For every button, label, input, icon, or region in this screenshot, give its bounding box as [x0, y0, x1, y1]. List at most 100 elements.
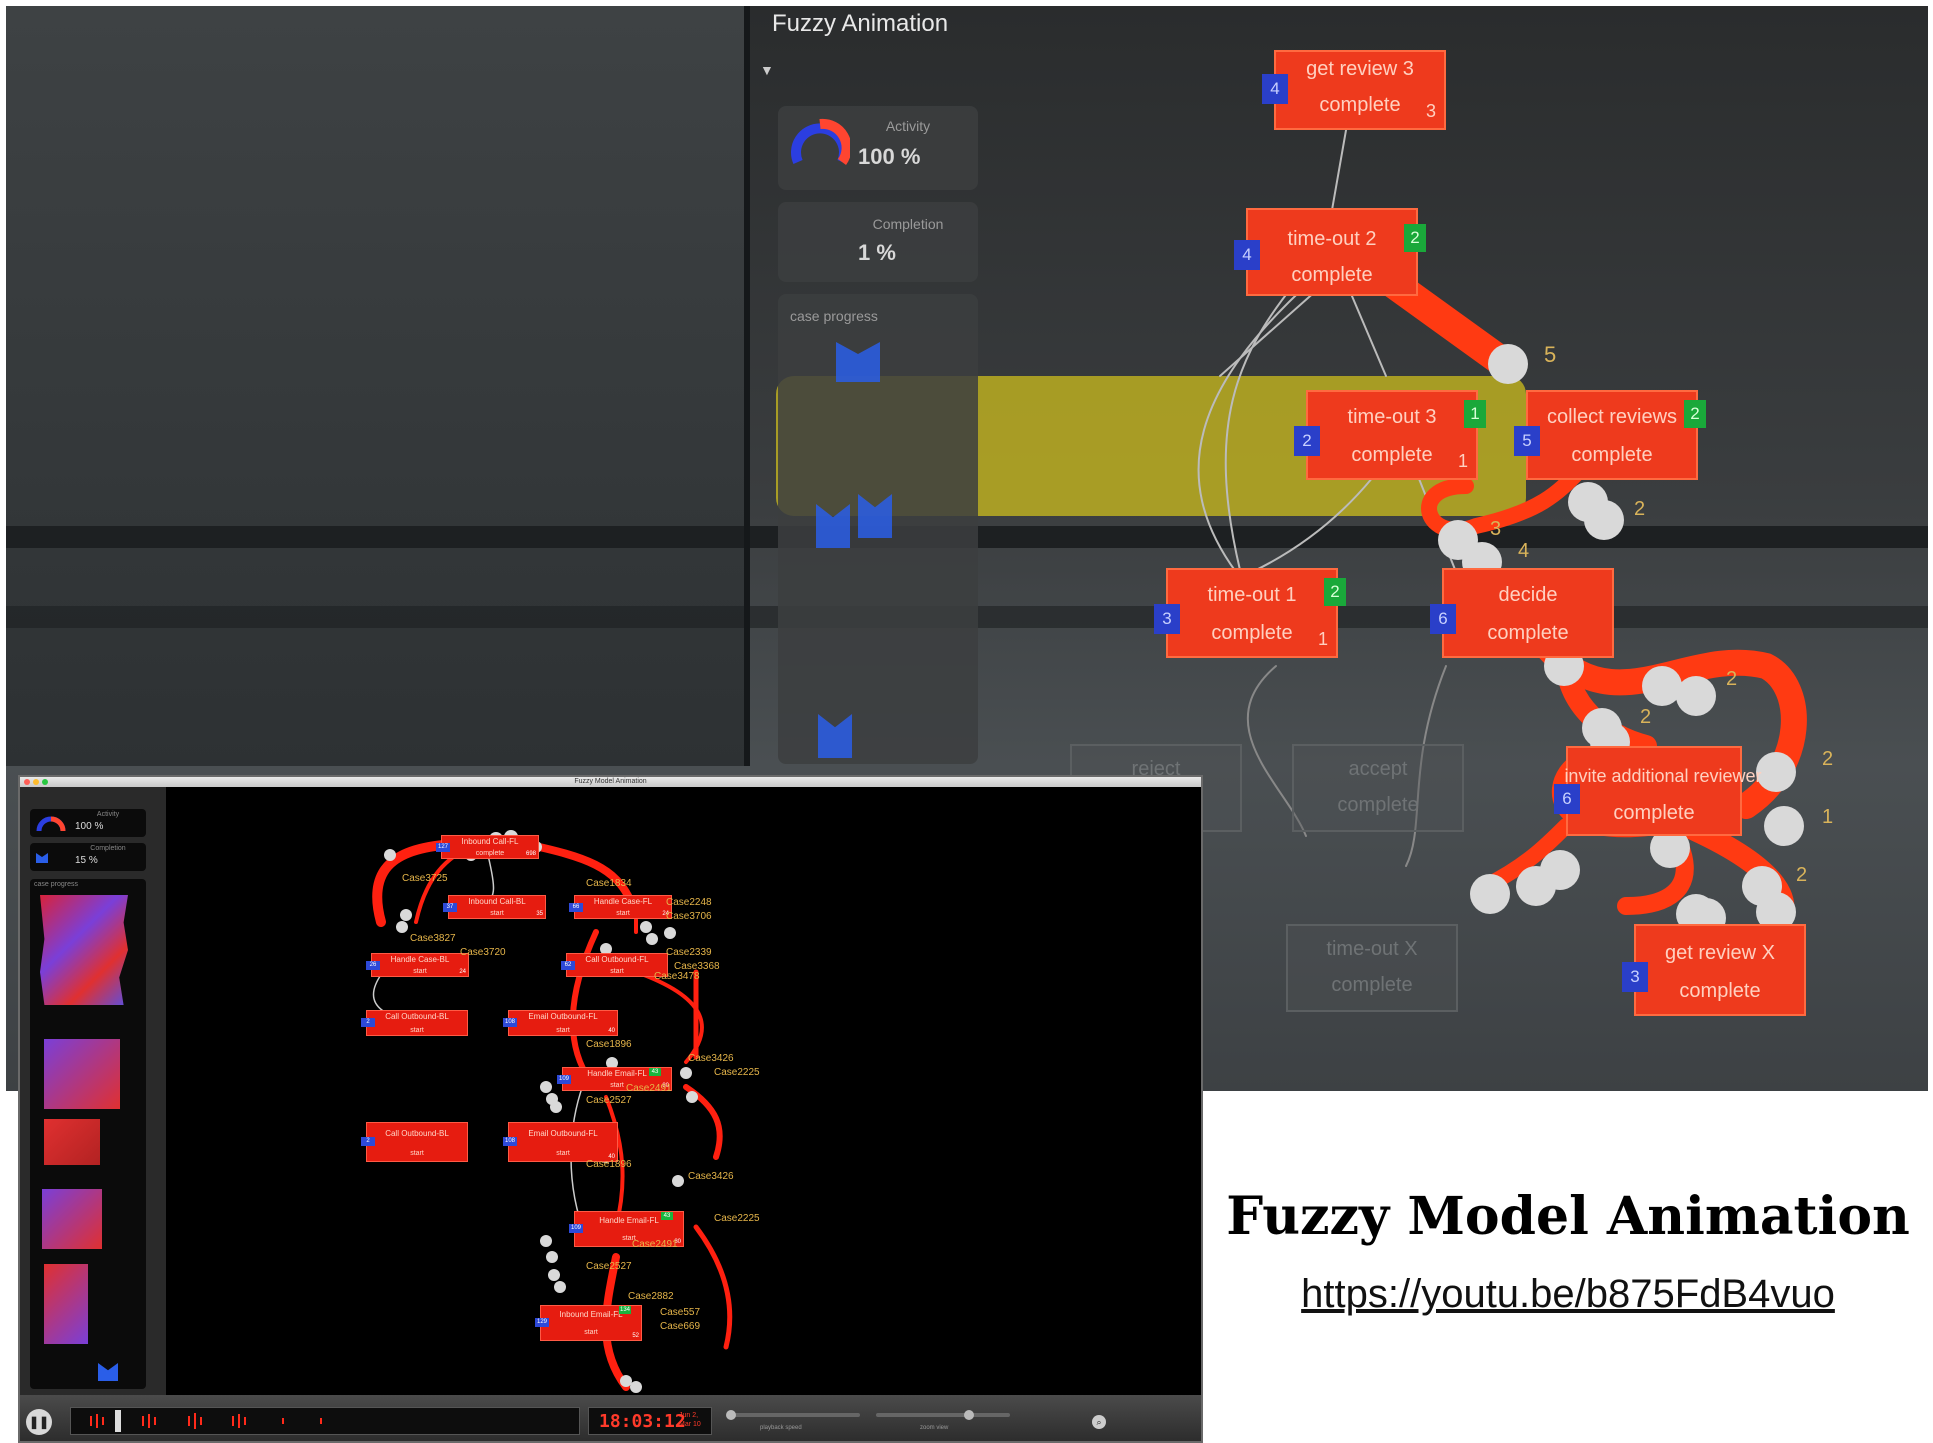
- case-label: Case3368: [674, 961, 720, 972]
- app-node-inbound-call-fl[interactable]: Inbound Call-FL complete 127 698: [436, 835, 539, 859]
- app-node-call-outbound-bl[interactable]: Call Outbound-BL start 2: [361, 1010, 468, 1036]
- node-state: start: [584, 1329, 598, 1336]
- node-title: Handle Email-FL: [587, 1069, 647, 1078]
- incoming-badge: 108: [503, 1137, 517, 1146]
- node-state: complete: [475, 850, 505, 857]
- completion-card: Completion 15 %: [30, 843, 146, 871]
- fuzzy-model-animation-window: Fuzzy Model Animation Activity 100 % Com…: [18, 775, 1203, 1443]
- zoom-view-label: zoom view: [920, 1425, 949, 1431]
- incoming-badge: 6: [1430, 604, 1456, 634]
- app-node-email-outbound-fl[interactable]: Email Outbound-FL start 108 40: [503, 1010, 618, 1036]
- node-time-out-2[interactable]: time-out 2 complete 4 2: [1234, 208, 1426, 296]
- activity-gauge-icon: [791, 118, 850, 165]
- node-decide[interactable]: decide complete 6: [1430, 568, 1614, 658]
- incoming-badge: 4: [1262, 74, 1288, 104]
- node-count: 40: [608, 1154, 615, 1160]
- node-collect-reviews[interactable]: collect reviews complete 5 2: [1514, 390, 1706, 480]
- node-title: Handle Case-BL: [390, 955, 450, 964]
- node-count: 3: [1425, 101, 1436, 121]
- incoming-badge: 66: [569, 903, 583, 912]
- case-label: Case2491: [626, 1083, 672, 1094]
- completion-value: 15 %: [75, 855, 98, 866]
- app-node-handle-case-fl[interactable]: Handle Case-FL start 66 24: [569, 895, 672, 919]
- app-sidebar: Activity 100 % Completion 15 % case prog…: [20, 787, 166, 1395]
- node-get-review-x[interactable]: get review X complete 3: [1622, 924, 1806, 1016]
- fuzzy-animation-panel: Fuzzy Animation ▼ Activity 100 % Complet…: [754, 6, 1004, 766]
- zoom-window-button[interactable]: [42, 779, 48, 785]
- video-link[interactable]: https://youtu.be/b875FdB4vuo: [1301, 1272, 1835, 1316]
- outgoing-badge: 2: [1684, 400, 1706, 428]
- node-state: complete: [1679, 980, 1761, 1002]
- close-window-button[interactable]: [24, 779, 30, 785]
- node-state: complete: [1319, 94, 1401, 116]
- node-title: reject: [1131, 758, 1181, 780]
- app-node-call-outbound-bl-2[interactable]: Call Outbound-BL start 2: [361, 1122, 468, 1162]
- edge-label: 3: [1490, 518, 1502, 540]
- window-titlebar: Fuzzy Model Animation: [20, 777, 1201, 787]
- case-progress-stack: [40, 895, 128, 1005]
- activity-label: Activity: [96, 811, 120, 818]
- node-state: start: [556, 1027, 570, 1034]
- incoming-badge: 2: [361, 1137, 375, 1146]
- node-title: Call Outbound-BL: [385, 1012, 449, 1021]
- case-label: Case2882: [628, 1291, 674, 1302]
- node-title: time-out 1: [1207, 584, 1297, 606]
- app-node-handle-email-fl[interactable]: Handle Email-FL start 109 43 80: [557, 1067, 672, 1091]
- node-title: get review 3: [1306, 58, 1414, 80]
- app-node-handle-case-bl[interactable]: Handle Case-BL start 26 24: [366, 953, 469, 977]
- app-node-handle-email-fl-2[interactable]: Handle Email-FL start 109 43 80: [569, 1211, 684, 1247]
- minimize-window-button[interactable]: [33, 779, 39, 785]
- case-label: Case3706: [666, 911, 712, 922]
- incoming-badge: 2: [361, 1018, 375, 1027]
- playback-speed-knob[interactable]: [726, 1410, 736, 1420]
- node-title: Email Outbound-FL: [528, 1012, 598, 1021]
- node-state: complete: [1291, 264, 1373, 286]
- outgoing-badge: 134: [619, 1306, 631, 1314]
- node-get-review-3[interactable]: get review 3 complete 4 3: [1262, 50, 1446, 130]
- incoming-badge: 37: [443, 903, 457, 912]
- incoming-badge: 3: [1154, 604, 1180, 634]
- app-node-inbound-email-fl[interactable]: Inbound Email-FL start 129 134 52: [535, 1305, 642, 1341]
- collapse-caret-icon[interactable]: ▼: [760, 62, 774, 78]
- app-node-call-outbound-fl[interactable]: Call Outbound-FL start 62: [561, 953, 668, 977]
- node-invite-additional-reviewer[interactable]: invite additional reviewer complete 6: [1554, 746, 1762, 836]
- edge-label: 2: [1796, 864, 1808, 886]
- playback-speed-slider[interactable]: [730, 1413, 860, 1417]
- node-title: time-out 2: [1287, 228, 1377, 250]
- timeline-scrubber[interactable]: [70, 1407, 580, 1435]
- completion-value: 1 %: [858, 240, 896, 265]
- process-model-canvas[interactable]: Inbound Call-FL complete 127 698 Inbound…: [166, 787, 1201, 1395]
- node-time-out-3[interactable]: time-out 3 complete 2 1 1: [1294, 390, 1486, 480]
- pause-button[interactable]: ❚❚: [26, 1409, 52, 1435]
- case-marker-icon: [836, 342, 880, 382]
- incoming-badge: 62: [561, 961, 575, 970]
- clock-date: Jun 2, Mar 10: [679, 1412, 701, 1428]
- node-time-out-1[interactable]: time-out 1 complete 3 2 1: [1154, 568, 1346, 658]
- case-progress-label: case progress: [790, 308, 878, 324]
- node-state: start: [490, 910, 504, 917]
- node-state: complete: [1211, 622, 1293, 644]
- node-state: start: [556, 1150, 570, 1157]
- zoom-view-knob[interactable]: [964, 1410, 974, 1420]
- edge-label: 1: [1822, 806, 1834, 828]
- incoming-badge: 109: [557, 1075, 571, 1084]
- case-marker-icon: [858, 494, 892, 538]
- node-title: decide: [1498, 584, 1558, 606]
- node-title: Email Outbound-FL: [528, 1129, 598, 1138]
- completion-label: Completion: [872, 216, 944, 232]
- node-state: start: [622, 1235, 636, 1242]
- zoom-view-slider[interactable]: [876, 1413, 1010, 1417]
- activity-card: Activity 100 %: [30, 809, 146, 837]
- case-label: Case2491: [632, 1239, 678, 1250]
- app-node-inbound-call-bl[interactable]: Inbound Call-BL start 37 35: [443, 895, 546, 919]
- edge-label: 2: [1640, 706, 1652, 728]
- case-marker-icon: [98, 1363, 118, 1381]
- edge-label: 2: [1634, 498, 1646, 520]
- magnifier-icon[interactable]: ⌕: [1092, 1415, 1106, 1429]
- node-title: Handle Email-FL: [599, 1216, 659, 1225]
- case-progress-stack: [42, 1189, 102, 1249]
- node-count: 52: [632, 1333, 639, 1339]
- node-state: start: [616, 910, 630, 917]
- case-progress-label: case progress: [34, 881, 78, 888]
- app-node-email-outbound-fl-2[interactable]: Email Outbound-FL start 108 40: [503, 1122, 618, 1162]
